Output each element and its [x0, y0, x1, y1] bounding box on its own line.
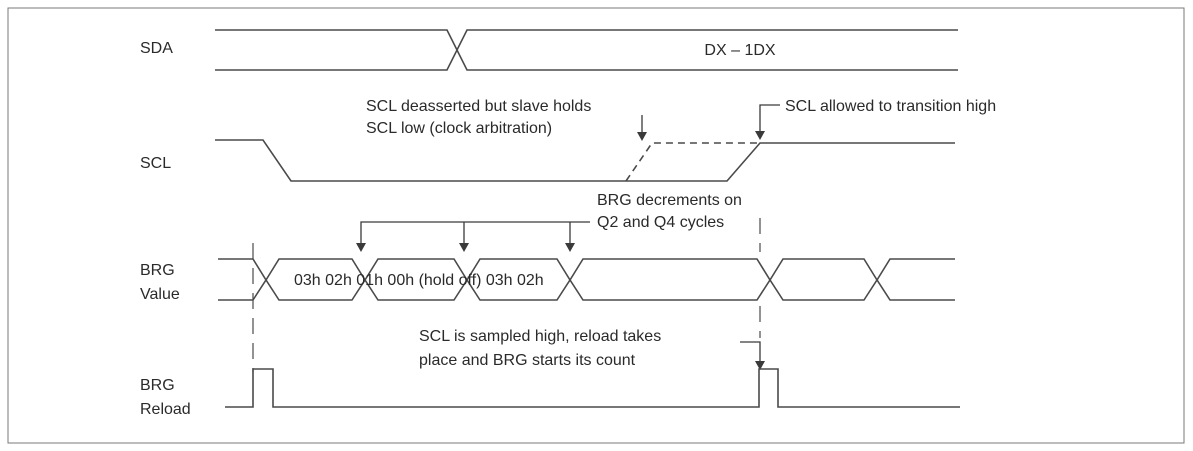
- brg-value-waveform: [218, 258, 955, 301]
- brg-value-label-line2: Value: [140, 286, 180, 303]
- sda-data-value: DX – 1DX: [704, 42, 775, 59]
- brg-value-label-line1: BRG: [140, 262, 175, 279]
- brg-reload-waveform: [225, 368, 960, 408]
- sda-label: SDA: [140, 40, 173, 57]
- timing-guides: [252, 218, 761, 372]
- scl-label: SCL: [140, 155, 171, 172]
- brg-decrements-note-line1: BRG decrements on: [597, 192, 742, 209]
- allowed-high-note: SCL allowed to transition high: [785, 98, 996, 115]
- brg-decrements-note-line2: Q2 and Q4 cycles: [597, 214, 724, 231]
- clock-arbitration-note-line1: SCL deasserted but slave holds: [366, 98, 591, 115]
- sda-waveform: [215, 29, 958, 71]
- clock-arbitration-arrow: [637, 115, 647, 141]
- sampled-high-note-line2: place and BRG starts its count: [419, 352, 636, 369]
- sampled-high-arrow: [740, 341, 765, 370]
- diagram-frame: [7, 7, 1185, 444]
- brg-reload-label-line2: Reload: [140, 401, 191, 418]
- brg-reload-label-line1: BRG: [140, 377, 175, 394]
- brg-count-sequence: 03h 02h 01h 00h (hold off) 03h 02h: [294, 272, 544, 289]
- allowed-high-arrow: [755, 104, 780, 140]
- scl-waveform: [215, 139, 955, 182]
- sampled-high-note-line1: SCL is sampled high, reload takes: [419, 328, 661, 345]
- brg-decrements-arrows: [356, 221, 590, 252]
- clock-arbitration-note-line2: SCL low (clock arbitration): [366, 120, 552, 137]
